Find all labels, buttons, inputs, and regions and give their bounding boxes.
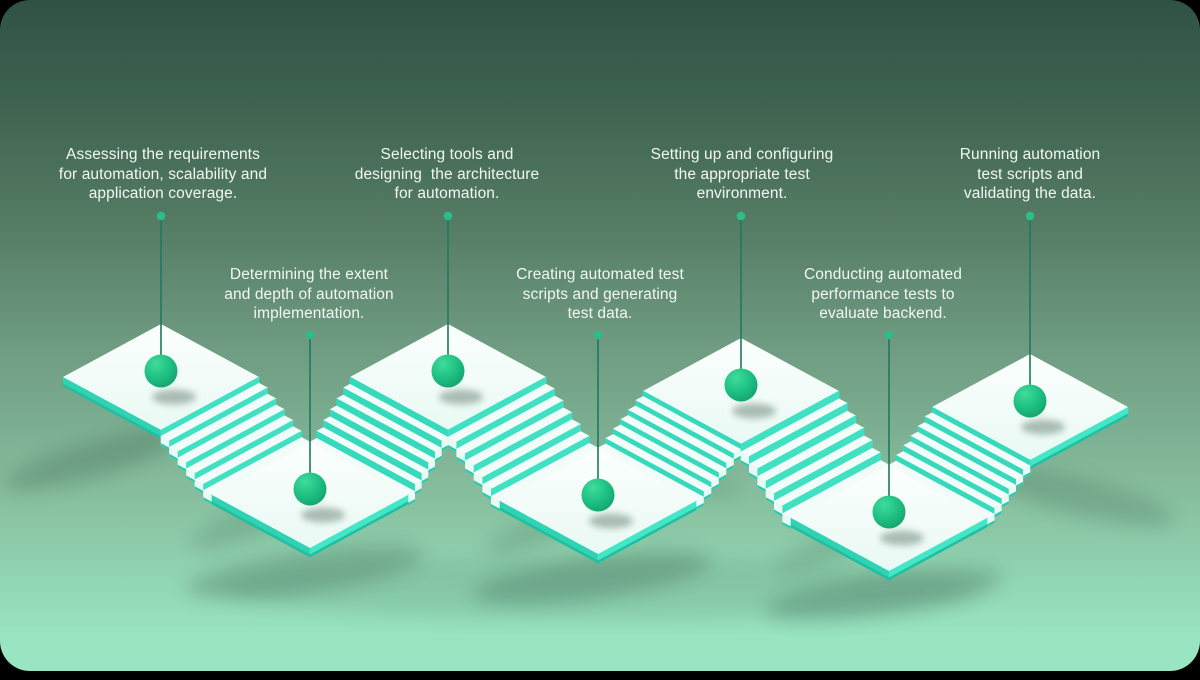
staircase-3-2 xyxy=(309,376,449,506)
stair-flank-edge xyxy=(782,521,792,530)
sphere-shadow-3 xyxy=(439,389,483,405)
sphere-shadows xyxy=(152,389,1065,546)
platform-edge xyxy=(597,507,697,564)
step-label-7: Running automation test scripts and vali… xyxy=(959,146,1101,202)
step-marker-sphere-1 xyxy=(144,354,178,388)
connector-dot-7 xyxy=(1025,211,1035,221)
connector-dot-5 xyxy=(736,211,746,221)
step-label-4: Creating automated test scripts and gene… xyxy=(516,266,684,322)
step-label-5: Setting up and configuring the appropria… xyxy=(650,146,834,202)
staircases xyxy=(160,376,1031,530)
staircase-5-4 xyxy=(597,390,742,510)
connector-dot-1 xyxy=(156,211,166,221)
sphere-shadow-1 xyxy=(152,389,196,405)
stair-flank-edge xyxy=(407,499,415,506)
step-marker-sphere-5 xyxy=(724,368,758,402)
step-marker-sphere-6 xyxy=(872,495,906,529)
ground-shadow xyxy=(989,467,1175,527)
step-label-3: Selecting tools and designing the archit… xyxy=(354,146,540,202)
connectors xyxy=(156,211,1035,512)
step-marker-sphere-2 xyxy=(293,472,327,506)
sphere-shadow-7 xyxy=(1021,419,1065,435)
step-label-2: Determining the extent and depth of auto… xyxy=(224,266,394,322)
staircase-7-6 xyxy=(888,406,1031,528)
connector-dot-4 xyxy=(593,330,603,340)
sphere-shadow-4 xyxy=(589,513,633,529)
stair-flank-edge xyxy=(491,503,501,512)
ground-shadow xyxy=(765,567,1003,621)
platform-edge xyxy=(309,501,409,558)
sphere-shadow-5 xyxy=(732,403,776,419)
connector-dot-2 xyxy=(305,330,315,340)
step-marker-sphere-4 xyxy=(581,478,615,512)
ground-shadow xyxy=(473,551,711,605)
step-marker-sphere-7 xyxy=(1013,384,1047,418)
connector-dot-6 xyxy=(884,330,894,340)
staircase-1-2 xyxy=(160,376,311,505)
staircase-5-6 xyxy=(740,390,890,530)
ground-shadow xyxy=(186,545,424,599)
sphere-shadow-2 xyxy=(301,507,345,523)
sphere-shadow-6 xyxy=(880,530,924,546)
platform-edge xyxy=(888,524,988,581)
connector-dot-3 xyxy=(443,211,453,221)
step-label-6: Conducting automated performance tests t… xyxy=(804,266,962,322)
step-marker-sphere-3 xyxy=(431,354,465,388)
step-label-1: Assessing the requirements for automatio… xyxy=(58,146,268,202)
ground-shadow xyxy=(3,429,181,491)
spheres xyxy=(144,354,1047,529)
staircase-3-4 xyxy=(447,376,599,512)
